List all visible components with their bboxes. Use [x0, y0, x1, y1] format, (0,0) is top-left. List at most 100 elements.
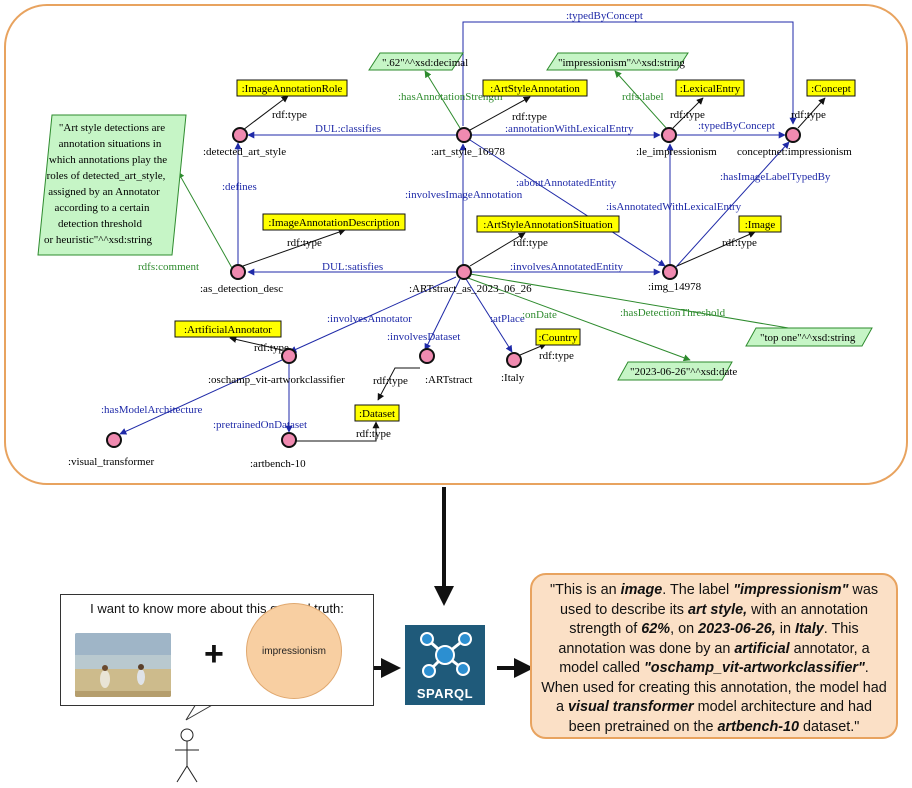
class-image-annotation-description: :ImageAnnotationDescription — [262, 213, 406, 231]
edge-involvesdataset — [424, 278, 461, 351]
svg-text::oschamp_vit-artworkclassifier: :oschamp_vit-artworkclassifier — [208, 374, 345, 386]
node-artstract: :ARTstract — [419, 348, 472, 386]
edge-label-dul-satisfies: DUL:satisfies — [322, 261, 383, 273]
answer-text: . The label — [662, 582, 734, 598]
graph-container — [4, 4, 908, 485]
answer-emphasis: visual transformer — [568, 699, 694, 715]
edge-label-rdftype-artstyle: rdf:type — [512, 111, 547, 123]
svg-text::ARTstract: :ARTstract — [425, 374, 472, 386]
node-visual-transformer: :visual_transformer — [68, 432, 154, 468]
svg-text:which annotations play the: which annotations play the — [49, 154, 167, 166]
answer-emphasis: "oschamp_vit-artworkclassifier" — [643, 660, 865, 676]
svg-text::as_detection_desc: :as_detection_desc — [200, 283, 283, 295]
query-bubble: I want to know more about this ground tr… — [60, 594, 374, 706]
node-le-impressionism: :le_impressionism — [636, 127, 717, 158]
edge-label-rdftype-dataset-1: rdf:type — [373, 375, 408, 387]
edge-label-defines: :defines — [222, 181, 257, 193]
svg-text::ArtStyleAnnotationSituation: :ArtStyleAnnotationSituation — [483, 219, 613, 231]
edge-rdftype-image — [676, 231, 756, 267]
class-image-annotation-role: :ImageAnnotationRole — [236, 79, 348, 97]
edge-label-aboutannotatedentity: :aboutAnnotatedEntity — [516, 177, 617, 189]
edge-label-involvesannotatedentity: :involvesAnnotatedEntity — [510, 261, 624, 273]
svg-text:"impressionism"^^xsd:string: "impressionism"^^xsd:string — [558, 57, 685, 69]
edge-label-rdftype-description: rdf:type — [287, 237, 322, 249]
svg-text::Country: :Country — [538, 332, 578, 344]
edge-label-isannotatedwithlexicalentry: :isAnnotatedWithLexicalEntry — [606, 201, 742, 213]
svg-text::Dataset: :Dataset — [359, 408, 395, 420]
sparql-icon — [420, 632, 472, 678]
sparql-logo: SPARQL — [405, 625, 485, 705]
class-lexical-entry: :LexicalEntry — [675, 79, 745, 97]
node-artbench-10: :artbench-10 — [250, 432, 306, 470]
answer-emphasis: Italy — [794, 621, 824, 637]
svg-text::detected_art_style: :detected_art_style — [203, 146, 286, 158]
answer-text: . When used for creating this annotation… — [541, 660, 887, 715]
answer-text: model architecture and had been pretrain… — [568, 699, 872, 735]
sparql-label: SPARQL — [416, 686, 474, 701]
class-image: :Image — [738, 215, 782, 233]
svg-text:annotation situations in: annotation situations in — [59, 138, 162, 150]
edge-involvesannotator — [289, 276, 457, 353]
svg-text:"top one"^^xsd:string: "top one"^^xsd:string — [760, 332, 856, 344]
edge-label-atplace: :atPlace — [490, 313, 525, 325]
svg-text:according to a certain: according to a certain — [55, 202, 150, 214]
answer-text: dataset." — [799, 718, 860, 735]
answer-box: "This is an image. The label "impression… — [530, 573, 898, 739]
edge-label-rdftype-concept: rdf:type — [791, 109, 826, 121]
query-text: I want to know more about this ground tr… — [90, 601, 344, 616]
edge-label-involvesdataset: :involvesDataset — [387, 331, 460, 343]
answer-text: , on — [670, 621, 699, 637]
answer-emphasis: art style, — [687, 601, 748, 618]
literal-comment: "Art style detections are annotation sit… — [37, 114, 187, 256]
edge-label-rdfs-comment: rdfs:comment — [138, 261, 199, 273]
literal-impressionism: "impressionism"^^xsd:string — [546, 52, 689, 71]
edge-typedbyconcept-top — [462, 21, 797, 126]
edge-rdftype-annotator — [229, 336, 283, 351]
answer-emphasis: artbench-10 — [717, 718, 800, 735]
answer-text: with an annotation strength of — [569, 601, 868, 638]
svg-text:"Art style detections are: "Art style detections are — [59, 122, 165, 134]
edge-label-typedbyconcept-top: :typedByConcept — [566, 10, 643, 22]
svg-text::img_14978: :img_14978 — [648, 281, 702, 293]
edge-rdftype-dataset-2 — [296, 421, 380, 442]
edge-rdftype-situation — [469, 232, 526, 267]
edge-label-rdfs-label: rdfs:label — [622, 91, 664, 103]
painting-thumbnail — [75, 633, 171, 697]
class-dataset: :Dataset — [354, 404, 400, 422]
concept-label: impressionism — [262, 645, 326, 657]
class-art-style-annotation: :ArtStyleAnnotation — [482, 79, 588, 97]
svg-text:"2023-06-26"^^xsd:date: "2023-06-26"^^xsd:date — [630, 366, 737, 378]
class-concept: :Concept — [806, 79, 856, 97]
speech-bubble-tail — [185, 703, 215, 721]
svg-text::Italy: :Italy — [501, 372, 525, 384]
edge-rdftype-country — [519, 343, 547, 356]
answer-emphasis: image — [620, 582, 663, 598]
edge-hasimagelabeltypedby — [675, 141, 790, 268]
node-conceptnet-impressionism: conceptnet:impressionism — [737, 127, 852, 158]
svg-text::artbench-10: :artbench-10 — [250, 458, 306, 470]
svg-text:conceptnet:impressionism: conceptnet:impressionism — [737, 146, 852, 158]
edge-label-hasmodelarchitecture: :hasModelArchitecture — [101, 404, 203, 416]
svg-text::ARTstract_as_2023_06_26: :ARTstract_as_2023_06_26 — [409, 283, 532, 295]
literal-strength: ".62"^^xsd:decimal — [368, 52, 468, 71]
edge-label-involvesimageannotation: :involvesImageAnnotation — [405, 189, 523, 201]
concept-circle: impressionism — [246, 603, 342, 699]
edge-label-rdftype-lexical: rdf:type — [670, 109, 705, 121]
user-person-icon — [175, 728, 199, 783]
edge-rdftype-dataset-1 — [377, 367, 420, 401]
svg-text::ImageAnnotationDescription: :ImageAnnotationDescription — [268, 217, 400, 229]
edge-label-hasannotationstrength: :hasAnnotationStrength — [398, 91, 503, 103]
plus-sign: + — [204, 635, 224, 673]
node-italy: :Italy — [501, 352, 525, 384]
class-artificial-annotator: :ArtificialAnnotator — [174, 320, 282, 338]
answer-emphasis: "impressionism" — [733, 582, 849, 598]
edge-ondate — [467, 277, 691, 362]
edge-label-rdftype-situation: rdf:type — [513, 237, 548, 249]
edge-rdftype-artstyle — [469, 96, 531, 131]
edge-rdftype-concept — [797, 97, 826, 129]
edge-rdfs-label — [614, 70, 669, 131]
class-art-style-annotation-situation: :ArtStyleAnnotationSituation — [476, 215, 620, 233]
edge-rdftype-lexical — [672, 97, 704, 129]
svg-text::LexicalEntry: :LexicalEntry — [680, 83, 741, 95]
edge-label-involvesannotator: :involvesAnnotator — [327, 313, 412, 325]
